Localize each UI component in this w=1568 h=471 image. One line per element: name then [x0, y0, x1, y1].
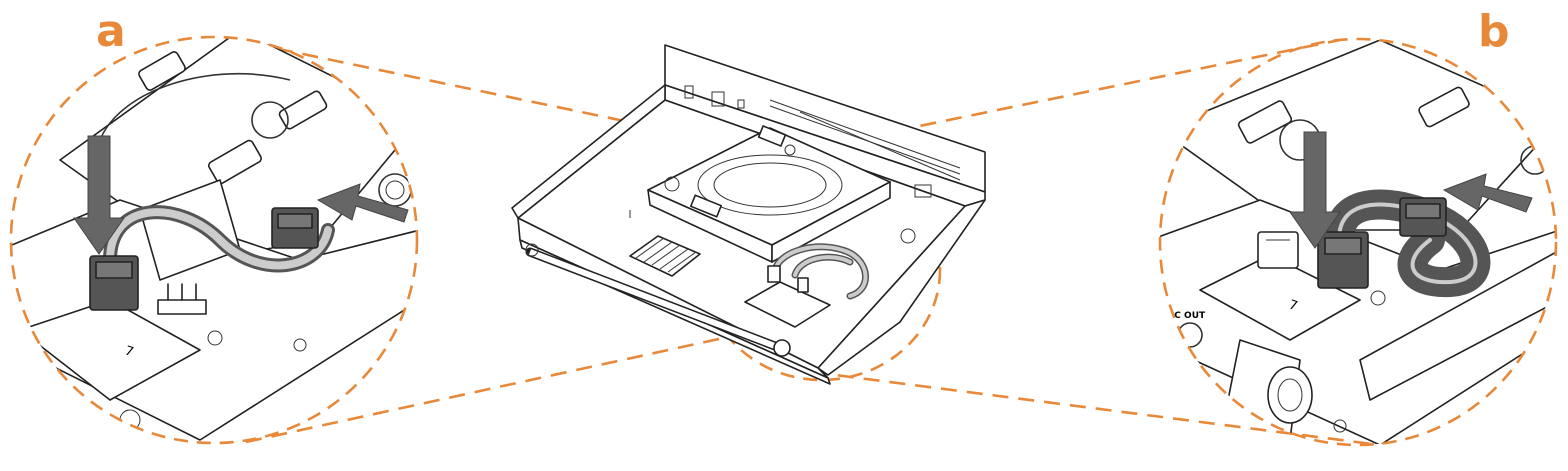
- zoom-detail-b: 7 MIC OUT: [1160, 39, 1556, 445]
- dvr-chassis: [511, 44, 986, 385]
- heatsink: [629, 235, 701, 277]
- connector-drive-a: [271, 207, 319, 249]
- pin-header: [157, 283, 207, 315]
- antenna: [525, 247, 791, 357]
- sata-cable-b: [1324, 189, 1491, 298]
- hard-drive: [647, 125, 891, 263]
- arrow-down-a: [73, 135, 125, 255]
- callout-letter-a: a: [96, 6, 126, 57]
- connector-board-a: [89, 255, 139, 311]
- arrow-down-b: [1289, 131, 1341, 249]
- sata-cable-a: [103, 205, 335, 273]
- arrow-left-a: [316, 183, 409, 223]
- zoom-circle-b: [1158, 37, 1558, 447]
- connector-drive-b: [1399, 197, 1447, 237]
- center-cables: [767, 243, 869, 300]
- connector-board-b: [1257, 231, 1299, 269]
- mic-out-label: MIC OUT: [1162, 311, 1206, 321]
- zoom-circle-a: [9, 35, 419, 445]
- connector-cable-b: [1317, 231, 1369, 289]
- zoom-detail-a: 7: [11, 37, 417, 441]
- rear-ports: [684, 85, 961, 198]
- arrow-left-b: [1442, 173, 1533, 213]
- callout-letter-b: b: [1478, 6, 1510, 57]
